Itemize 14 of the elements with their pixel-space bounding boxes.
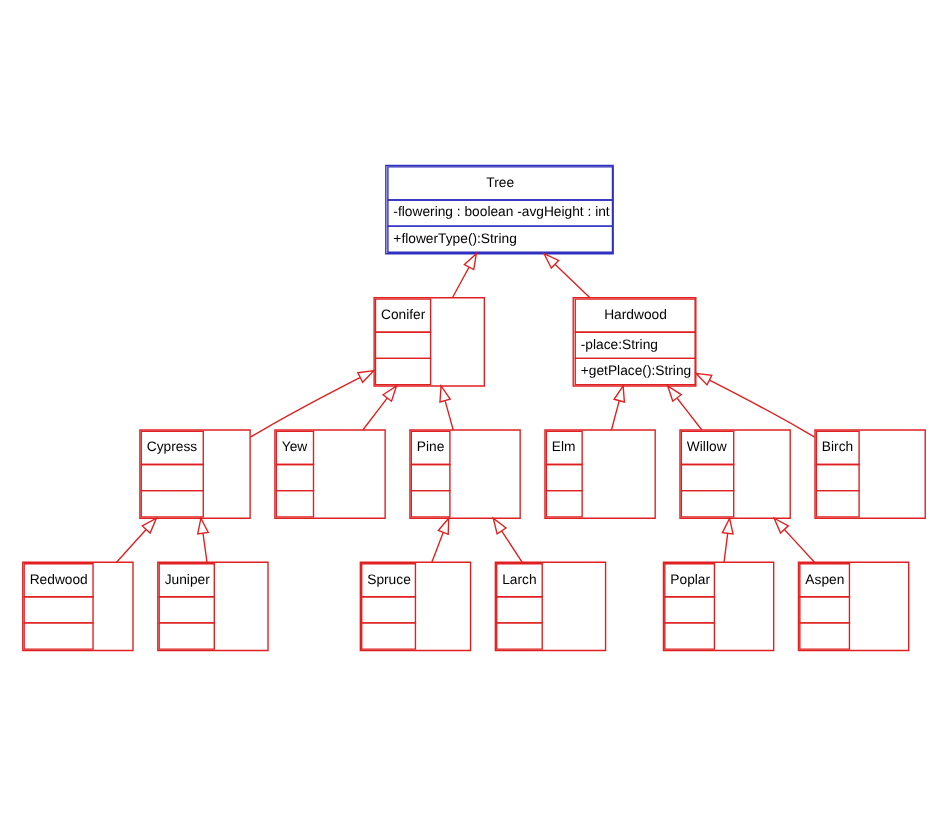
arrow [721,516,734,563]
arrow [249,369,376,438]
arrow [431,516,450,563]
arrow [542,252,591,299]
arrow [610,383,626,431]
arrow [196,516,210,563]
arrow [451,251,478,299]
arrow [492,516,523,563]
arrow [362,384,398,431]
arrow [772,516,816,563]
arrow [694,372,816,438]
arrow [115,516,158,563]
arrow [439,383,454,431]
arrow [666,384,703,431]
